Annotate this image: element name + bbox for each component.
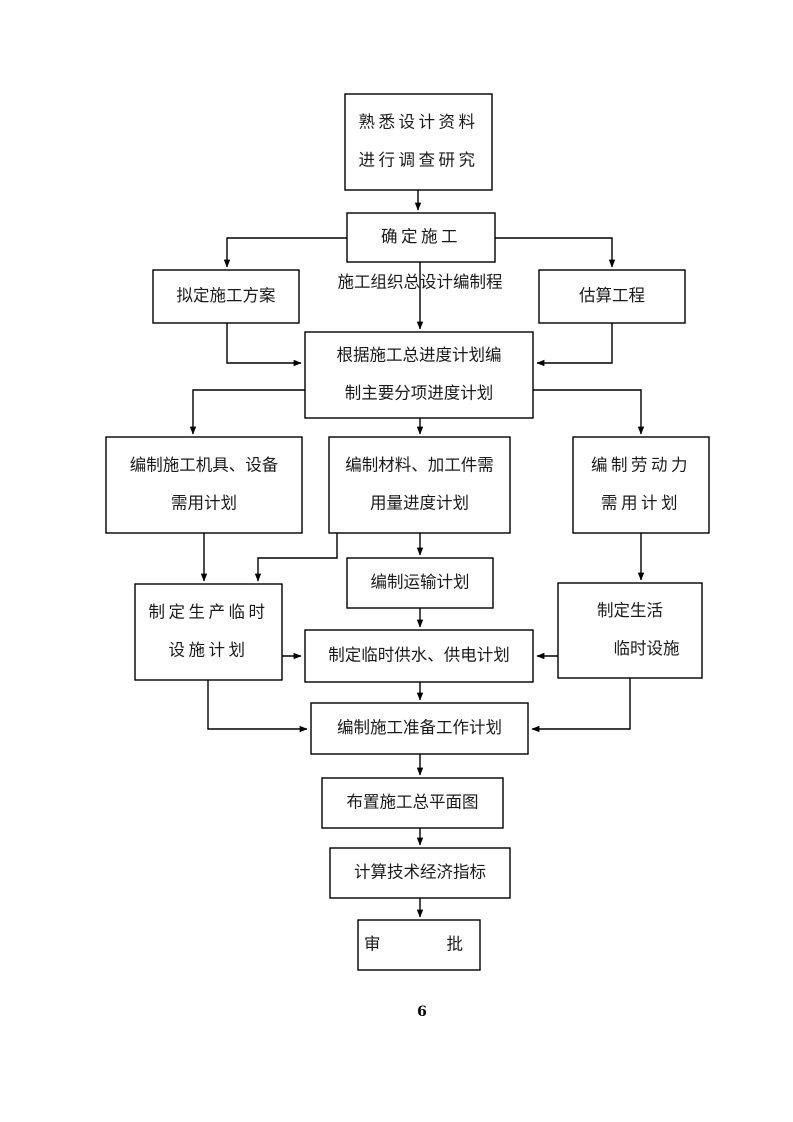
flow-node[interactable]: 制定生活 临时设施 — [557, 582, 703, 679]
flow-node-label: 拟定施工方案 — [177, 286, 277, 305]
flow-node-box[interactable] — [572, 436, 710, 534]
flow-node-label: 进行调查研究 — [359, 151, 479, 170]
flow-node-label: 计算技术经济指标 — [354, 863, 486, 882]
flow-node-label: 布置施工总平面图 — [347, 793, 479, 812]
flow-node-label: 临时设施 — [581, 639, 680, 658]
flow-node-label: 需用计划 — [601, 494, 681, 513]
flow-node[interactable]: 确定施工 — [346, 212, 496, 263]
connector-layer — [189, 190, 645, 918]
edge-n11-n13 — [531, 678, 631, 733]
flow-node-box[interactable] — [105, 436, 303, 534]
edge-n5-n8 — [533, 389, 645, 435]
edge-n2-n3 — [223, 237, 347, 268]
diagram-caption: 施工组织总设计编制程 — [338, 273, 503, 292]
flow-node-box[interactable] — [310, 702, 529, 755]
flow-node-label: 编制施工准备工作计划 — [337, 718, 502, 737]
flow-node-box[interactable] — [357, 919, 481, 971]
flow-node-label: 设施计划 — [169, 641, 249, 660]
flow-node-label: 估算工程 — [579, 286, 645, 305]
flow-node[interactable]: 编制施工准备工作计划 — [310, 702, 529, 755]
flow-node-label: 用量进度计划 — [370, 494, 469, 513]
flow-node-label: 编制材料、加工件需 — [345, 456, 494, 475]
flow-node-box[interactable] — [304, 331, 534, 419]
flow-node[interactable]: 布置施工总平面图 — [321, 777, 504, 829]
flow-node-box[interactable] — [321, 777, 504, 829]
flow-node-label: 确定施工 — [381, 227, 461, 246]
edge-n3-n5 — [226, 323, 302, 367]
edge-n10-n13 — [207, 680, 308, 733]
flow-node-label: 编制施工机具、设备 — [130, 456, 279, 475]
flow-node-label: 制主要分项进度计划 — [345, 384, 494, 403]
flow-node[interactable]: 制定临时供水、供电计划 — [304, 629, 534, 683]
flow-node-box[interactable] — [328, 436, 511, 534]
flow-node[interactable]: 编制运输计划 — [346, 557, 494, 609]
flow-node-box[interactable] — [152, 269, 300, 324]
flow-node-label: 制定生活 — [597, 601, 663, 620]
flow-node[interactable]: 估算工程 — [538, 269, 686, 324]
flow-node-label: 熟悉设计资料 — [359, 113, 479, 132]
page-number: 6 — [417, 1004, 427, 1020]
flow-node-label: 根据施工总进度计划编 — [337, 346, 502, 365]
flow-node-box[interactable] — [304, 629, 534, 683]
flow-node-box[interactable] — [134, 583, 283, 681]
flow-node-box[interactable] — [344, 93, 493, 191]
edge-n4-n5 — [536, 323, 613, 367]
flow-node-label: 制定生产临时 — [149, 603, 269, 622]
flow-node-label: 制定临时供水、供电计划 — [328, 646, 510, 665]
flow-node-box[interactable] — [329, 847, 511, 899]
flow-node[interactable]: 计算技术经济指标 — [329, 847, 511, 899]
flow-node-label: 编制劳动力 — [591, 456, 691, 475]
flow-node-label: 审 批 — [364, 935, 474, 954]
flow-node-box[interactable] — [346, 557, 494, 609]
flow-node-box[interactable] — [538, 269, 686, 324]
edge-n2-n4 — [495, 237, 616, 268]
edge-n5-n6 — [189, 389, 305, 435]
flow-node-label: 需用计划 — [171, 494, 237, 513]
edge-n7-n10 — [254, 533, 338, 582]
flow-node-box[interactable] — [557, 582, 703, 679]
flow-node[interactable]: 审 批 — [357, 919, 481, 971]
flow-node[interactable]: 拟定施工方案 — [152, 269, 300, 324]
flow-node-box[interactable] — [346, 212, 496, 263]
node-layer: 熟悉设计资料进行调查研究确定施工拟定施工方案估算工程根据施工总进度计划编制主要分… — [105, 93, 710, 971]
flow-node-label: 编制运输计划 — [371, 573, 470, 592]
